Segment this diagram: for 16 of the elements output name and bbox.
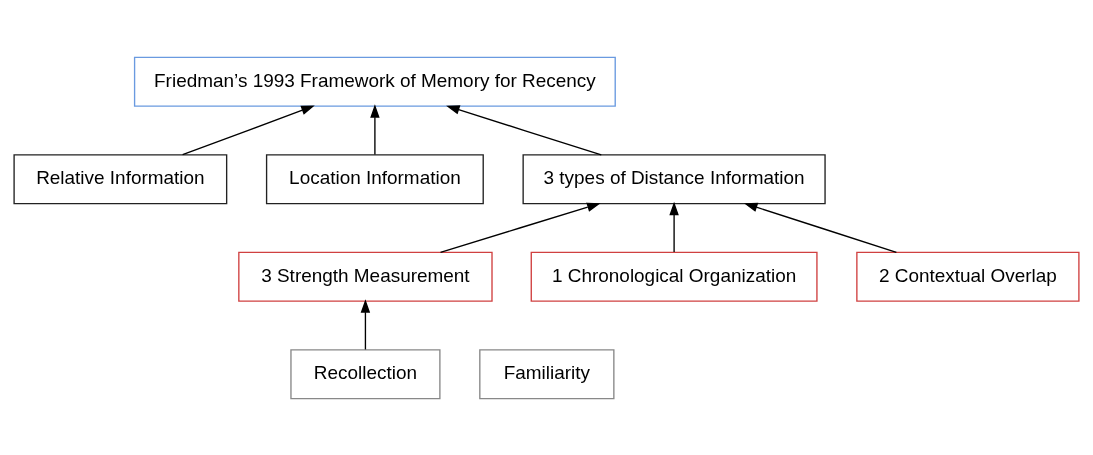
node-box: Recollection [290, 348, 441, 399]
node-box: Location Information [265, 153, 484, 204]
node-box: 2 Contextual Overlap [856, 251, 1080, 302]
node-box: 1 Chronological Organization [530, 251, 818, 302]
node-box: 3 types of Distance Information [522, 153, 826, 204]
arrow [439, 202, 601, 253]
arrow [446, 104, 602, 156]
arrow [743, 202, 898, 253]
node-box: Familiarity [479, 348, 615, 399]
node-box: Relative Information [13, 153, 228, 204]
arrow [370, 103, 380, 155]
node-box: Friedman’s 1993 Framework of Memory for Recency [133, 56, 616, 107]
arrow [669, 201, 679, 253]
arrow [360, 298, 371, 350]
node-box: 3 Strength Measurement [238, 251, 493, 302]
arrow [181, 105, 315, 155]
